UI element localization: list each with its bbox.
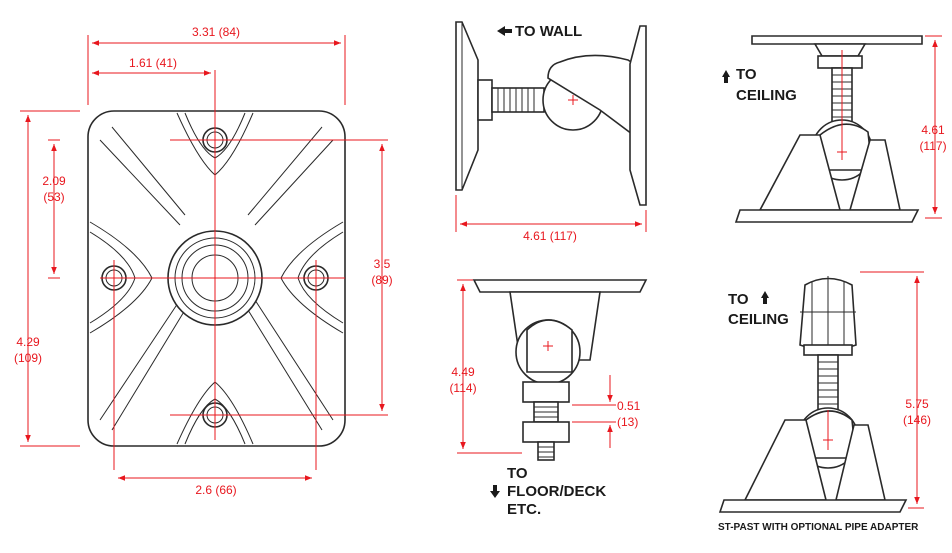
arrow-up-icon-pipe [761, 291, 769, 304]
pipe-base [718, 499, 908, 513]
floor-nut-upper [522, 381, 570, 403]
dim-plate-height-mm: (109) [14, 351, 42, 365]
caption-pipe-adapter: ST-PAST WITH OPTIONAL PIPE ADAPTER [718, 522, 919, 533]
pipe-adapter-nut [803, 344, 853, 356]
label-to-floor-2: FLOOR/DECK [507, 483, 606, 500]
label-to-ceiling-bottom: CEILING [736, 87, 797, 104]
dim-hole-spacing-v: 3.5 [374, 257, 391, 271]
ceiling-plate [751, 35, 923, 45]
dim-pipe-height: 5.75 [905, 397, 929, 411]
dim-floor-height-mm: (114) [449, 381, 476, 395]
wall-threaded-rod [491, 87, 545, 113]
ceiling-nut [817, 55, 863, 69]
label-pipe-to: TO [728, 291, 749, 308]
dim-hole-spacing-h: 2.6 (66) [195, 483, 236, 497]
label-to-ceiling-top: TO [736, 66, 757, 83]
label-to-floor-3: ETC. [507, 501, 541, 518]
dim-center-offset: 1.61 (41) [129, 56, 177, 70]
wall-plate [455, 21, 479, 191]
label-to-floor-1: TO [507, 465, 528, 482]
floor-top-plate [472, 279, 648, 293]
dim-plate-width: 3.31 (84) [192, 25, 240, 39]
wall-mount-view: 4.61 (117) TO WALL [455, 21, 647, 243]
label-to-wall: TO WALL [515, 23, 582, 40]
dim-pipe-height-mm: (146) [903, 413, 931, 427]
wall-speaker-bracket [629, 25, 647, 206]
floor-nut-lower [522, 421, 570, 443]
label-pipe-ceiling: CEILING [728, 311, 789, 328]
mounting-plate-top-view [87, 70, 346, 470]
wall-nut [477, 79, 493, 121]
arrow-left-icon [497, 26, 512, 36]
dim-upper-hole-height: 2.09 [42, 174, 66, 188]
ceiling-mount-view: 4.61 (117) TO CEILING [722, 35, 947, 223]
dim-ceiling-height-mm: (117) [919, 139, 946, 153]
dim-ceiling-height: 4.61 [921, 123, 945, 137]
pipe-adapter-view: 5.75 (146) TO CEILING ST-PAST WITH OPTIO… [718, 271, 931, 533]
dim-floor-height: 4.49 [451, 365, 475, 379]
dim-wall-depth: 4.61 (117) [523, 229, 577, 243]
dim-hole-spacing-v-mm: (89) [371, 273, 392, 287]
dim-nut-spacing: 0.51 [617, 399, 641, 413]
dim-plate-height: 4.29 [16, 335, 40, 349]
dim-nut-spacing-mm: (13) [617, 415, 638, 429]
plate-dimensions: 3.31 (84) 1.61 (41) 2.09 (53) 4.29 (109)… [14, 25, 393, 497]
arrow-down-icon [490, 485, 500, 498]
floor-mount-view: 4.49 (114) 0.51 (13) TO FLOOR/DECK ETC. [449, 279, 648, 518]
arrow-up-icon [722, 70, 730, 83]
ceiling-base [734, 209, 920, 223]
dim-upper-hole-height-mm: (53) [43, 190, 64, 204]
